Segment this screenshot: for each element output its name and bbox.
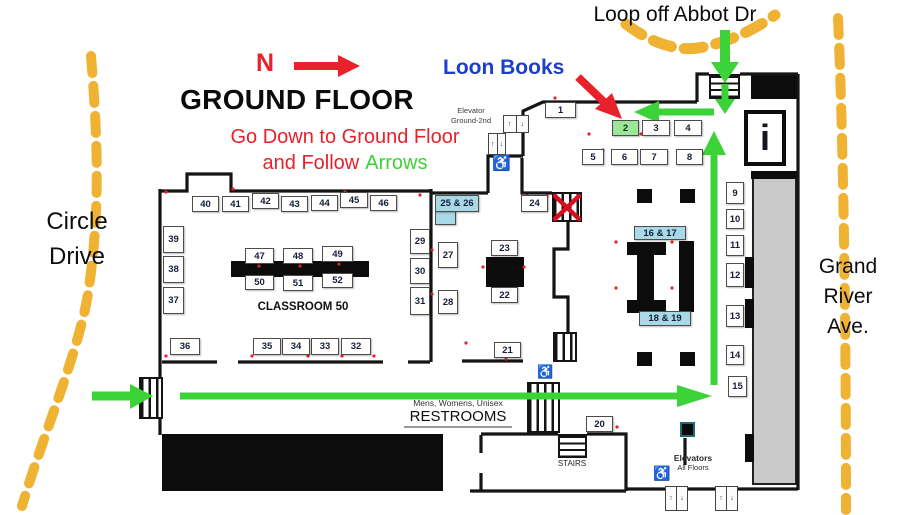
booth-16-17: 16 & 17 xyxy=(634,226,686,240)
booth-36: 36 xyxy=(170,338,200,355)
booth-4: 4 xyxy=(674,120,702,136)
loon-books-annotation: Loon Books xyxy=(443,56,565,79)
booth-7: 7 xyxy=(640,149,668,165)
road-circle-drive xyxy=(17,51,102,511)
pillar-marker xyxy=(680,422,695,437)
booth-49: 49 xyxy=(322,246,353,262)
restrooms-label: RESTROOMS xyxy=(404,408,512,428)
info-icon: i xyxy=(759,117,770,158)
booth-29: 29 xyxy=(410,229,430,254)
street-label-grand-river: Grand River Ave. xyxy=(818,255,878,338)
street-label-circle-drive: Circle Drive xyxy=(46,208,108,270)
instruction-red-part: and Follow xyxy=(262,152,360,174)
booth-35: 35 xyxy=(253,338,281,355)
wheelchair-icon: ♿ xyxy=(653,465,671,481)
west-entrance-stairs xyxy=(139,377,163,419)
booth-43: 43 xyxy=(281,196,308,212)
midroom-stairs xyxy=(553,332,577,362)
booth-11: 11 xyxy=(726,235,744,256)
booth-14: 14 xyxy=(726,345,744,365)
information-kiosk: i xyxy=(744,110,786,166)
booth-40: 40 xyxy=(192,196,219,212)
north-entrance-stairs xyxy=(709,74,740,99)
booth-8: 8 xyxy=(676,149,703,165)
booth-52: 52 xyxy=(322,273,353,288)
booth-21: 21 xyxy=(494,342,521,358)
booth-48: 48 xyxy=(283,248,313,264)
booth-23: 23 xyxy=(491,240,518,256)
booth-50: 50 xyxy=(245,275,274,290)
booth-22: 22 xyxy=(491,287,518,303)
booth-45: 45 xyxy=(340,192,368,208)
elevators-all-floors-label: Elevators All Floors xyxy=(673,453,713,472)
escalator-gray-wall xyxy=(752,177,797,485)
booth-37: 37 xyxy=(163,287,184,314)
classroom-50-label: CLASSROOM 50 xyxy=(257,301,349,313)
loon-books-arrow-icon xyxy=(575,74,622,119)
elevator-doors-icon: ↑↓ xyxy=(488,133,506,155)
north-letter: N xyxy=(256,49,275,77)
blocked-stairs xyxy=(552,192,582,222)
booth-24: 24 xyxy=(521,195,548,212)
booth-18-19: 18 & 19 xyxy=(639,311,691,326)
booth-3: 3 xyxy=(642,120,670,136)
booth-13: 13 xyxy=(726,305,744,327)
booth-15: 15 xyxy=(728,376,747,397)
booth-51: 51 xyxy=(283,275,313,291)
elevator-doors-icon: ↑↓ xyxy=(715,486,738,511)
booth-20: 20 xyxy=(586,416,613,432)
booth-9: 9 xyxy=(726,182,744,204)
booth-5: 5 xyxy=(582,149,604,165)
booth-32: 32 xyxy=(341,338,371,355)
instruction-green-part: Arrows xyxy=(365,152,428,174)
north-arrow-icon xyxy=(294,55,360,77)
restroom-types-label: Mens, Womens, Unisex xyxy=(413,398,503,408)
booth-42: 42 xyxy=(252,193,279,209)
booth-44: 44 xyxy=(311,195,338,211)
booth-30: 30 xyxy=(410,258,430,284)
booth-47: 47 xyxy=(245,248,274,264)
booth-41: 41 xyxy=(222,196,249,212)
booth-6: 6 xyxy=(611,149,638,165)
booth-1: 1 xyxy=(545,102,576,118)
booth-12: 12 xyxy=(726,263,744,287)
booth-28: 28 xyxy=(438,290,458,314)
booth-33: 33 xyxy=(311,338,339,355)
street-label-abbot-dr: Loop off Abbot Dr xyxy=(593,3,757,26)
booth-25-26: 25 & 26 xyxy=(435,195,479,212)
booth-25-26-extension xyxy=(435,211,456,225)
booth-31: 31 xyxy=(410,287,430,315)
corridor-stairwell xyxy=(527,382,560,433)
wheelchair-icon: ♿ xyxy=(492,155,511,172)
booth-27: 27 xyxy=(438,242,458,268)
booth-38: 38 xyxy=(163,256,184,283)
page-title: GROUND FLOOR xyxy=(180,84,414,115)
booth-34: 34 xyxy=(282,338,310,355)
wheelchair-icon: ♿ xyxy=(537,364,554,379)
booth-2-loon-books: 2 xyxy=(612,120,639,136)
elevator-doors-icon: ↑↓ xyxy=(665,486,688,511)
booth-10: 10 xyxy=(726,209,744,229)
lower-stairs-treads xyxy=(558,434,587,458)
booth-39: 39 xyxy=(163,226,184,253)
elevator-ground-2nd-label: Elevator Ground-2nd xyxy=(450,106,492,125)
booth-46: 46 xyxy=(370,195,397,211)
stairs-label: STAIRS xyxy=(557,459,587,468)
elevator-doors-icon: ↑↓ xyxy=(503,115,529,133)
instruction-line-1: Go Down to Ground Floor xyxy=(230,126,460,148)
